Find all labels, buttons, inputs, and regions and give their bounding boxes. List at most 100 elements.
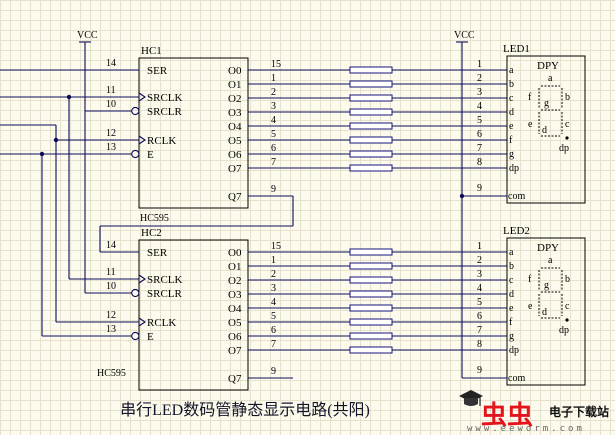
segment-pin-label: c [509,275,514,286]
vcc-label: VCC [77,30,98,41]
pin-name: O0 [228,65,242,77]
pin-number: 4 [477,101,482,112]
pin-name: SRCLR [147,106,183,118]
pin-name: O7 [228,345,242,357]
segment-label: a [548,255,553,266]
resistor [349,248,393,256]
segment-label: e [528,119,533,130]
inversion-bubble [131,331,140,341]
resistor [349,262,393,270]
chip-ref: HC1 [141,45,162,57]
clock-indicator [138,274,146,284]
watermark-logo: 虫虫 [481,401,533,431]
pin-number: 1 [271,73,276,84]
segment-pin-label: g [509,331,514,342]
pin-name: O3 [228,289,242,301]
segment-pin-label: a [509,65,514,76]
chip-body [138,239,249,391]
segment-pin-label: dp [509,345,519,356]
pin-name: Q7 [228,373,242,385]
pin-name: RCLK [147,135,176,147]
pin-number: 6 [271,325,276,336]
segment-label: e [528,301,533,312]
pin-name: Q7 [228,191,242,203]
vcc-label: VCC [454,30,475,41]
pin-name: O1 [228,261,241,273]
pin-number: 4 [271,297,276,308]
pin-number: 15 [271,59,281,70]
pin-number: 15 [271,241,281,252]
clock-indicator [138,92,146,102]
pin-number: 12 [106,128,116,139]
segment-label: f [528,92,532,103]
resistor [349,136,393,144]
common-pin-label: com [508,373,525,384]
pin-number: 14 [106,240,116,251]
segment-pin-label: e [509,121,514,132]
resistor [349,346,393,354]
watermark-site: 电子下载站 [549,404,609,419]
pin-name: O2 [228,275,241,287]
segment-dp [565,136,569,140]
segment-pin-label: f [509,317,513,328]
pin-number: 2 [477,255,482,266]
segment-label: g [544,280,549,291]
pin-number: 6 [271,143,276,154]
pin-number: 8 [477,339,482,350]
pin-number: 6 [477,311,482,322]
pin-name: O5 [228,135,242,147]
pin-name: O3 [228,107,242,119]
resistor [349,332,393,340]
resistor [349,290,393,298]
chip-part: HC595 [97,368,126,379]
segment-label: dp [559,325,569,336]
segment-label: c [565,301,570,312]
display-ref: LED1 [503,43,530,55]
resistor [349,276,393,284]
chip-part: HC595 [140,213,169,224]
pin-number: 9 [271,366,276,377]
chip-body [138,57,249,209]
chip-ref: HC2 [141,227,162,239]
pin-number: 3 [477,269,482,280]
clock-indicator [138,317,146,327]
display-body [506,237,586,386]
resistor [349,108,393,116]
pin-name: SRCLK [147,274,183,286]
pin-name: SER [147,247,168,259]
watermark: 虫虫 电子下载站 www.eeworm.com [459,390,609,434]
shift-register-1: HC2HC59514SER11SRCLK10SRCLR12RCLK13EO015… [42,227,507,391]
segment-label: dp [559,143,569,154]
pin-number: 6 [477,129,482,140]
pin-number: 4 [477,283,482,294]
pin-number: 14 [106,58,116,69]
segment-label: b [565,274,570,285]
display-type: DPY [537,60,559,72]
pin-number: 8 [477,157,482,168]
pin-number: 7 [271,157,276,168]
pin-name: O7 [228,163,242,175]
pin-name: RCLK [147,317,176,329]
segment-pin-label: f [509,135,513,146]
pin-number: 2 [271,269,276,280]
segment-pin-label: e [509,303,514,314]
pin-number: 3 [271,283,276,294]
segment-dp [565,318,569,322]
pin-name: O6 [228,149,242,161]
display-ref: LED2 [503,225,530,237]
segment-pin-label: d [509,107,514,118]
pin-name: O5 [228,317,242,329]
pin-name: E [147,331,154,343]
pin-name: SRCLK [147,92,183,104]
pin-number: 13 [106,324,116,335]
pin-number: 9 [477,183,482,194]
pin-number: 5 [477,297,482,308]
segment-label: g [544,98,549,109]
segment-pin-label: c [509,93,514,104]
watermark-url: www.eeworm.com [467,424,585,434]
pin-number: 5 [271,311,276,322]
segment-pin-label: g [509,149,514,160]
segment-label: a [548,73,553,84]
segment-label: b [565,92,570,103]
pin-number: 12 [106,310,116,321]
